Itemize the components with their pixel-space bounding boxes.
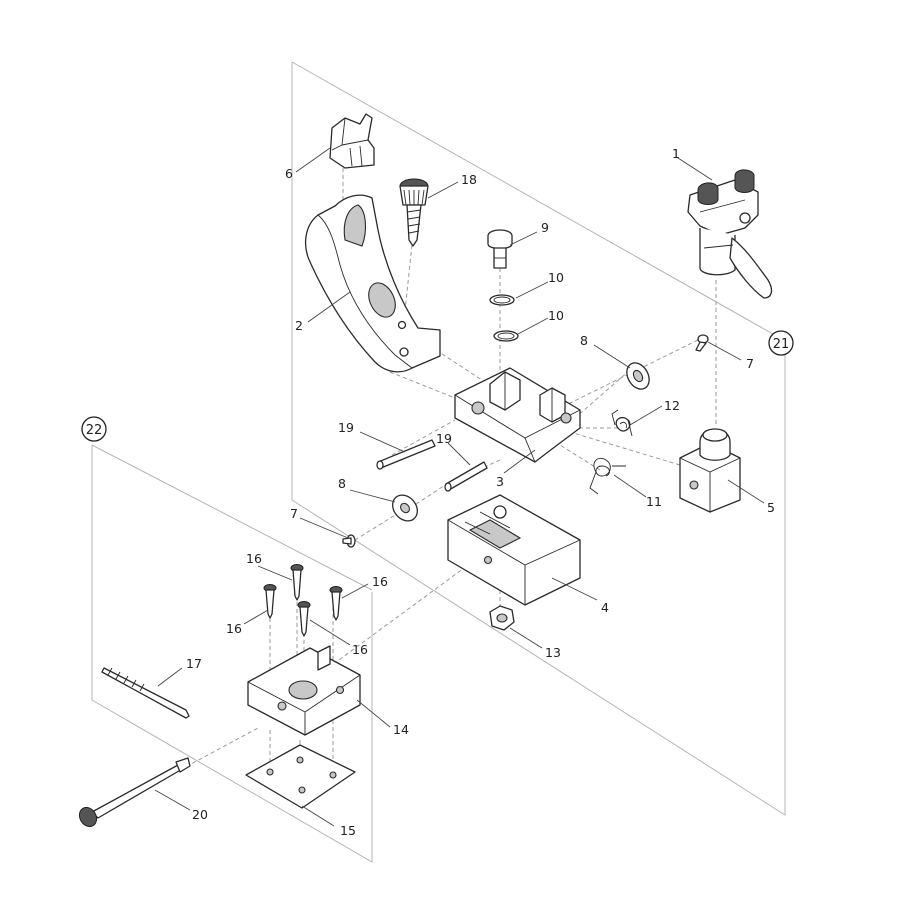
callout-7-left: 7 (290, 506, 298, 521)
callout-6: 6 (285, 166, 293, 181)
part-9-pin (487, 229, 513, 269)
callout-5: 5 (767, 500, 775, 515)
assembly-21-frame-top (291, 61, 781, 339)
part-19-pin-lower (444, 461, 488, 492)
part-10-washers (489, 294, 519, 342)
callout-9: 9 (541, 220, 549, 235)
part-7-screw-left (342, 534, 356, 548)
svg-text:22: 22 (86, 423, 103, 438)
part-13-nut (489, 605, 515, 631)
assembly-21-badge: 21 (768, 330, 794, 356)
callout-15: 15 (340, 823, 356, 838)
callout-16-right: 16 (372, 574, 388, 589)
part-18-screw (399, 178, 429, 247)
callout-19-upper: 19 (338, 420, 354, 435)
callout-16-left: 16 (226, 621, 242, 636)
callout-16-bottom: 16 (352, 642, 368, 657)
part-20-long-pin (78, 757, 191, 828)
part-16-screw-4 (297, 601, 311, 637)
part-15-plate (245, 744, 356, 809)
callout-17: 17 (186, 656, 202, 671)
part-8-disc-right (626, 362, 650, 390)
part-3-bracket (454, 367, 581, 463)
leader-lines (154, 147, 765, 827)
callout-10-lower: 10 (548, 308, 564, 323)
callout-1: 1 (672, 146, 680, 161)
assembly-21-frame (291, 62, 786, 816)
part-11-spring (589, 457, 626, 495)
part-19-pin-upper (376, 439, 436, 470)
callout-11: 11 (646, 494, 662, 509)
svg-text:21: 21 (773, 337, 790, 352)
assembly-22-frame (91, 445, 373, 863)
callout-3: 3 (496, 474, 504, 489)
callout-18: 18 (461, 172, 477, 187)
callout-8-left: 8 (338, 476, 346, 491)
part-5-block (679, 428, 741, 513)
callout-13: 13 (545, 645, 561, 660)
part-4-carrier (447, 494, 581, 606)
part-14-mount (247, 645, 361, 736)
callout-2: 2 (295, 318, 303, 333)
part-8-disc-left (392, 494, 418, 522)
part-17-drill-bit (101, 667, 190, 719)
callout-8-right: 8 (580, 333, 588, 348)
part-2-arm (304, 194, 441, 373)
part-16-screw-2 (329, 586, 343, 621)
callout-20: 20 (192, 807, 208, 822)
callout-16-top: 16 (246, 551, 262, 566)
part-16-screw-1 (290, 564, 304, 601)
callout-4: 4 (601, 600, 609, 615)
callout-14: 14 (393, 722, 409, 737)
part-12-spring (611, 409, 633, 437)
assembly-22-badge: 22 (81, 416, 107, 442)
callout-19-lower: 19 (436, 431, 452, 446)
assembly-22-frame-top (91, 444, 373, 591)
part-7-screw-right (695, 334, 709, 352)
part-1-handle (687, 169, 773, 299)
callouts: 1 2 3 4 5 6 7 7 8 8 9 10 10 11 12 13 14 … (186, 146, 775, 838)
part-6-clip (329, 113, 375, 169)
callout-7-right: 7 (746, 356, 754, 371)
callout-12: 12 (664, 398, 680, 413)
part-16-screw-3 (263, 584, 277, 619)
callout-10-upper: 10 (548, 270, 564, 285)
